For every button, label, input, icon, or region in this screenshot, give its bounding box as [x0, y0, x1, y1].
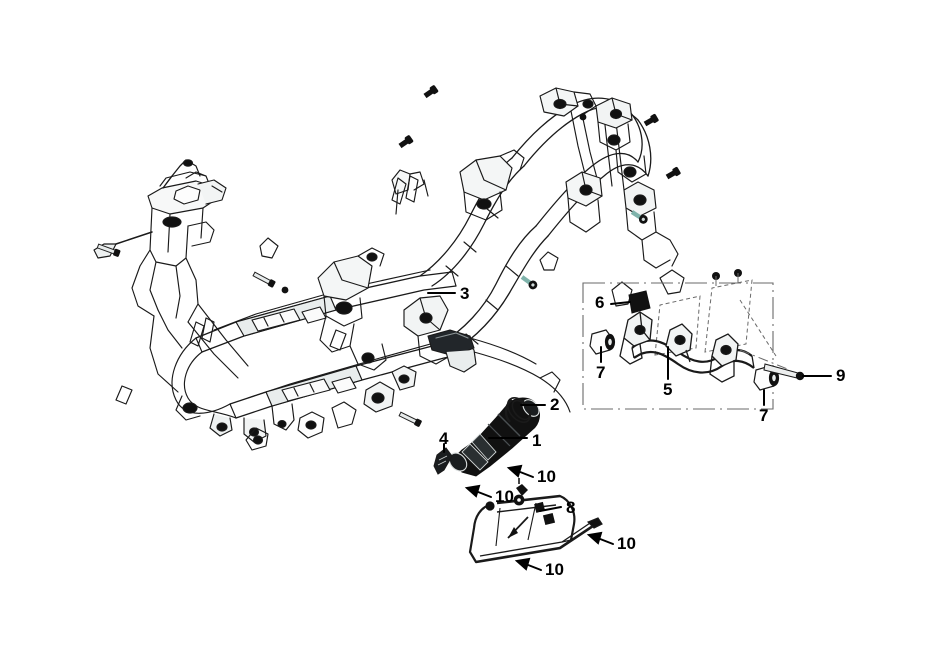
arrow-10-a — [506, 464, 534, 478]
arrow-10-c — [586, 531, 614, 545]
leader-8 — [539, 506, 562, 512]
mid-mount-bracket — [403, 295, 451, 365]
callout-label-7-left: 7 — [596, 363, 606, 382]
steering-head-bracket — [93, 159, 227, 323]
frame-small-tabs — [115, 175, 429, 405]
callout-label-5: 5 — [663, 380, 673, 399]
lower-rear-brackets — [245, 381, 395, 451]
callout-label-10-d: 10 — [545, 560, 564, 579]
callout-label-1: 1 — [532, 431, 542, 450]
center-stand-assembly-part-8 — [468, 478, 603, 564]
seat-rail-bracket — [459, 149, 525, 221]
rear-top-bracket-a — [539, 87, 597, 117]
arrow-10-b — [464, 484, 492, 498]
callout-label-9: 9 — [836, 366, 846, 385]
exhaust-bracket-detail-inset — [582, 269, 805, 410]
callout-label-10-b: 10 — [495, 487, 514, 506]
downtube-pair — [149, 303, 249, 393]
loose-fasteners-group — [96, 84, 682, 428]
callout-label-4: 4 — [439, 429, 449, 448]
arrow-10-d — [514, 557, 542, 571]
pillion-bracket-center — [391, 169, 425, 215]
rubber-cushion-part-6 — [628, 290, 651, 314]
exhaust-stud-bolt-part-4 — [433, 447, 453, 475]
long-mounting-bolt-part-9 — [739, 349, 805, 381]
leader-6 — [610, 301, 631, 305]
floorboard-rail-lower — [229, 337, 475, 419]
collar-bushing-left-part-7 — [589, 329, 616, 355]
callout-label-2: 2 — [550, 395, 560, 414]
frame-assembly-linework — [93, 87, 685, 451]
callout-label-8: 8 — [566, 498, 576, 517]
rear-shock-mount — [565, 171, 679, 269]
engine-mount-bracket-center — [317, 247, 387, 371]
rear-lower-arm — [391, 329, 571, 413]
callout-label-3: 3 — [460, 284, 470, 303]
callout-arrows — [464, 464, 614, 571]
callout-label-7-right: 7 — [759, 406, 769, 425]
callout-label-6: 6 — [595, 293, 605, 312]
rear-top-bracket-b — [595, 97, 647, 183]
callout-label-10-c: 10 — [617, 534, 636, 553]
callout-label-10-a: 10 — [537, 467, 556, 486]
rear-lower-tabs — [539, 251, 685, 307]
callout-leaders — [427, 292, 832, 512]
